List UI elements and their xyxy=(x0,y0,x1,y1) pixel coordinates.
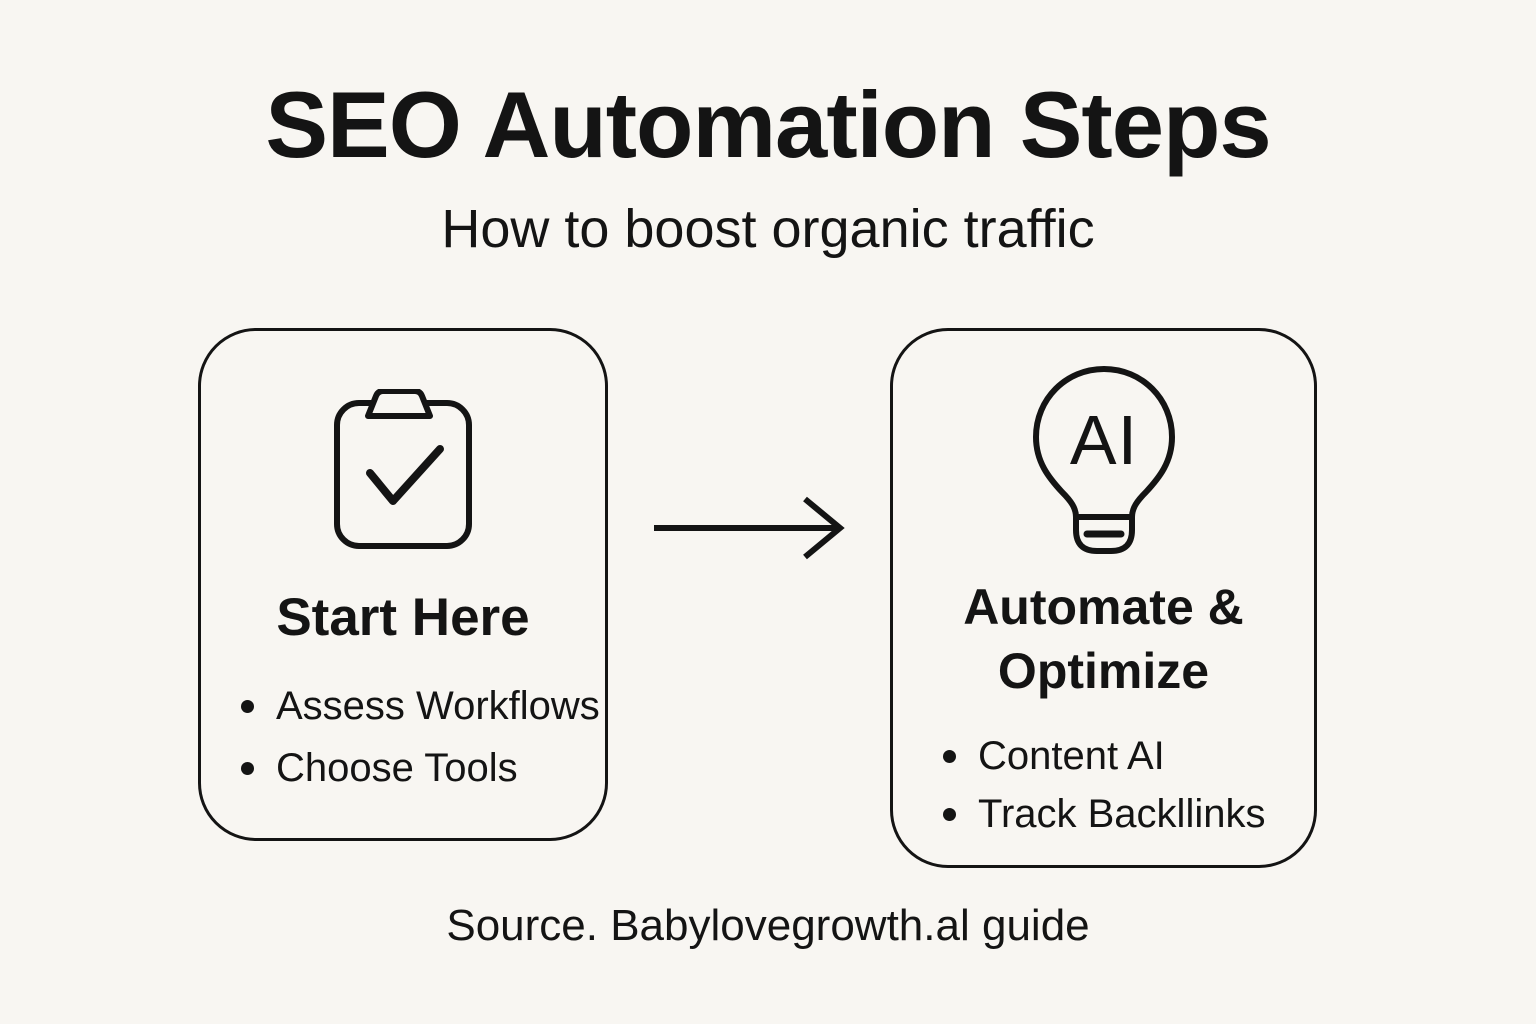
card-title: Automate & Optimize xyxy=(963,579,1244,699)
card-title: Start Here xyxy=(276,588,530,647)
step-card-automate-optimize: AI Automate & Optimize Content AI Track … xyxy=(890,328,1317,868)
bullet-dot xyxy=(943,749,956,763)
bullet-dot xyxy=(241,699,254,713)
ai-label: AI xyxy=(1069,401,1137,479)
list-item: Assess Workflows xyxy=(201,675,605,737)
bullet-label: Track Backllinks xyxy=(978,792,1266,836)
step-card-start-here: Start Here Assess Workflows Choose Tools xyxy=(198,328,608,841)
bullet-label: Choose Tools xyxy=(276,746,518,790)
bullet-label: Assess Workflows xyxy=(276,684,600,728)
list-item: Choose Tools xyxy=(201,737,605,799)
page-subtitle: How to boost organic traffic xyxy=(441,199,1095,259)
list-item: Content AI xyxy=(893,727,1314,785)
bullet-list: Assess Workflows Choose Tools xyxy=(201,675,605,799)
bullet-dot xyxy=(943,807,956,821)
ai-lightbulb-icon: AI xyxy=(1032,366,1175,554)
bullet-label: Content AI xyxy=(978,734,1165,778)
bullet-list: Content AI Track Backllinks xyxy=(893,727,1314,843)
source-caption: Source. Babylovegrowth.al guide xyxy=(446,901,1090,950)
list-item: Track Backllinks xyxy=(893,785,1314,843)
clipboard-check-icon xyxy=(334,389,472,549)
page-title: SEO Automation Steps xyxy=(265,72,1271,177)
right-arrow-icon xyxy=(654,496,845,560)
bullet-dot xyxy=(241,761,254,775)
